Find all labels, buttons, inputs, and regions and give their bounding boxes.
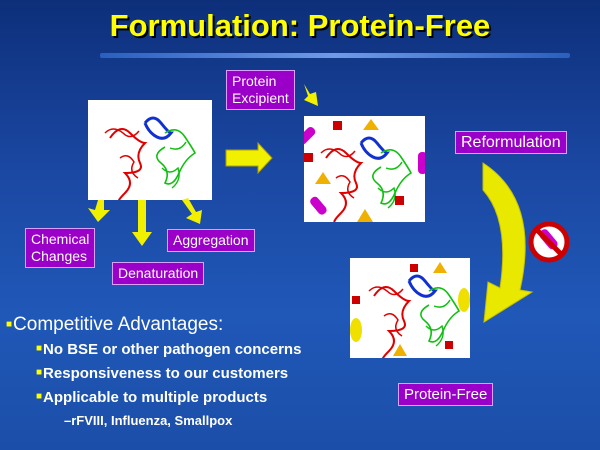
down-arrow-icon bbox=[304, 84, 318, 106]
no-protein-icon bbox=[528, 221, 570, 263]
aggregation-label: Aggregation bbox=[167, 229, 255, 252]
bullet-text: Applicable to multiple products bbox=[43, 389, 268, 406]
bullet-text: No BSE or other pathogen concerns bbox=[43, 341, 302, 358]
protein-image bbox=[88, 100, 212, 200]
bullet-item: ■No BSE or other pathogen concerns bbox=[36, 341, 301, 358]
label-line: Protein bbox=[232, 73, 277, 89]
label-line: Excipient bbox=[232, 90, 289, 106]
denaturation-label: Denaturation bbox=[112, 262, 205, 285]
down-arrow-icon bbox=[132, 200, 152, 246]
down-arrow-icon bbox=[182, 198, 202, 224]
bullet-icon: ■ bbox=[6, 319, 13, 330]
curved-arrow-icon bbox=[482, 162, 534, 323]
label-line: Chemical bbox=[31, 231, 90, 247]
bullet-item: ■Applicable to multiple products bbox=[36, 389, 267, 406]
right-arrow-icon bbox=[225, 141, 273, 175]
protein-excipient-image bbox=[304, 116, 425, 222]
protein-free-label: Protein-Free bbox=[398, 383, 494, 406]
label-line: Changes bbox=[31, 248, 88, 264]
reformulation-label: Reformulation bbox=[455, 131, 567, 154]
bullet-icon: ■ bbox=[36, 367, 43, 378]
slide-title: Formulation: Protein-Free bbox=[109, 8, 491, 43]
bullet-icon: ■ bbox=[36, 343, 43, 354]
title-underline bbox=[100, 53, 570, 58]
protein-free-image bbox=[350, 258, 470, 358]
down-arrow-icon bbox=[88, 200, 110, 222]
bullet-icon: ■ bbox=[36, 391, 43, 402]
bullet-heading: ■Competitive Advantages: bbox=[6, 314, 223, 336]
bullet-item: ■Responsiveness to our customers bbox=[36, 365, 288, 382]
sub-bullet: –rFVIII, Influenza, Smallpox bbox=[64, 413, 233, 428]
bullet-text: Responsiveness to our customers bbox=[43, 365, 289, 382]
bullet-heading-text: Competitive Advantages: bbox=[13, 314, 224, 335]
